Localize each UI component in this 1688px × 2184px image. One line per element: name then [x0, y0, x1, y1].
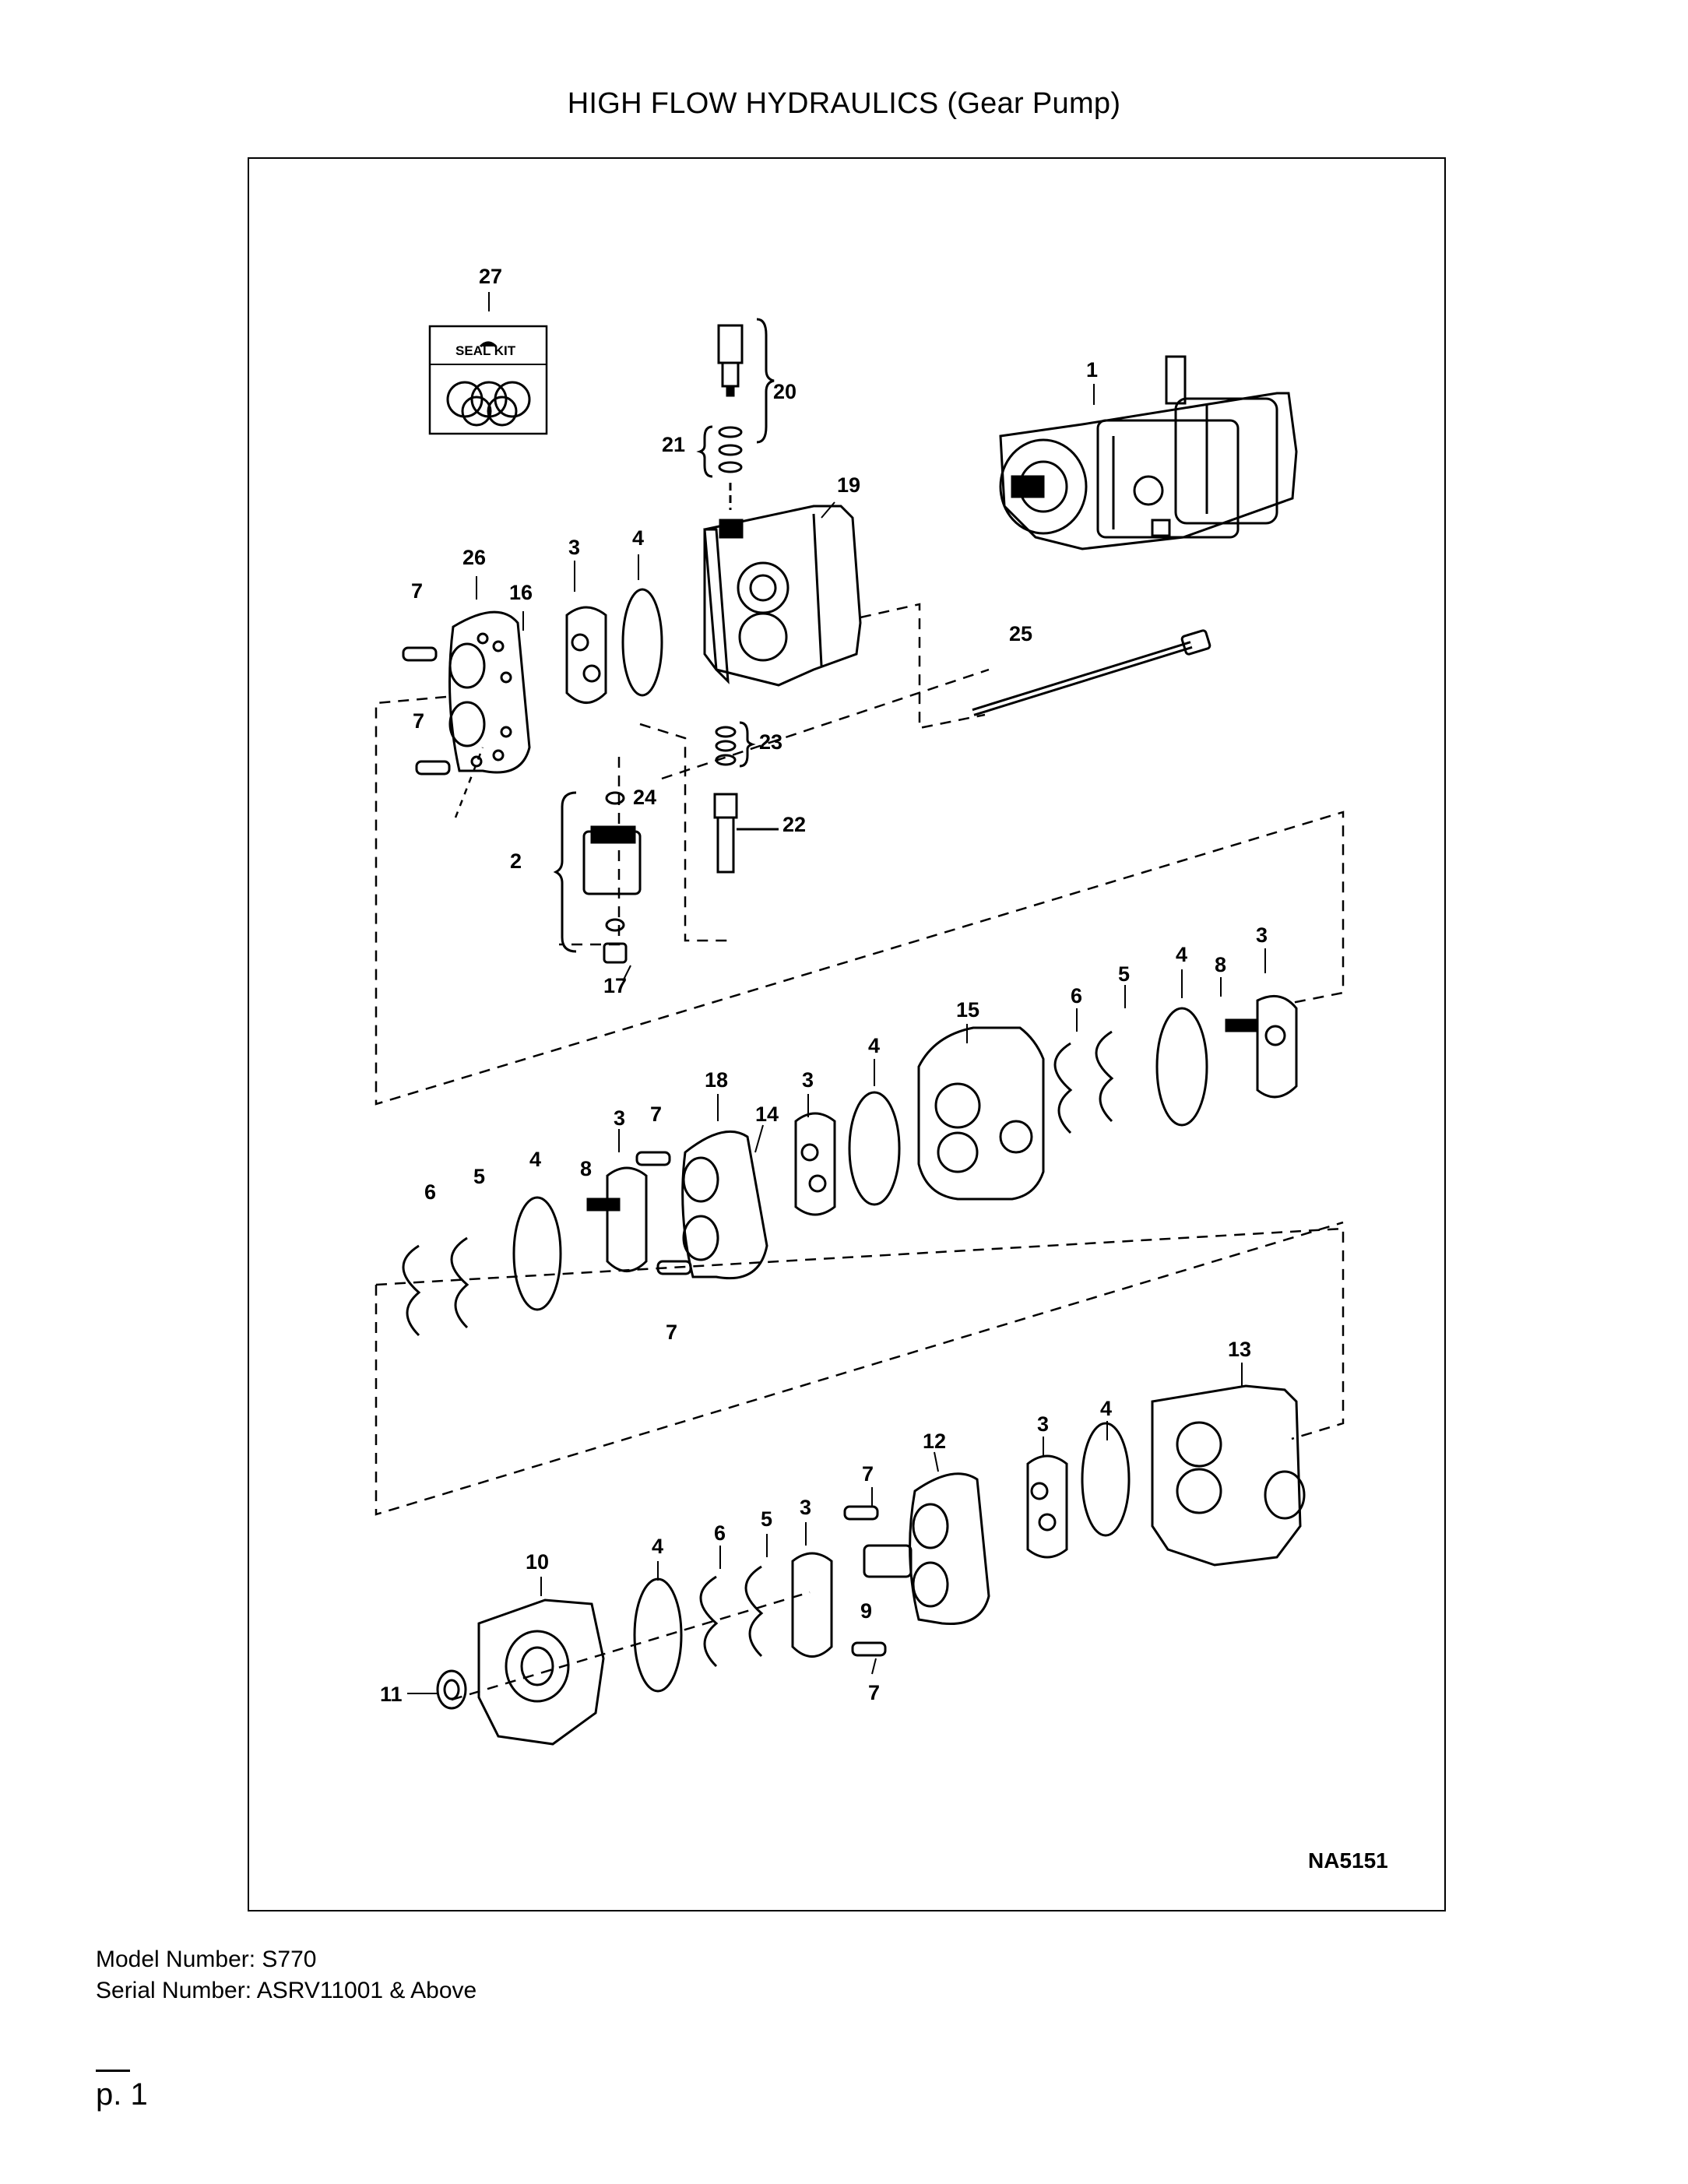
wear-plate-bottom-a: [1026, 1454, 1068, 1559]
callout-12: 12: [923, 1430, 946, 1453]
callout-3-bottom: 3: [800, 1496, 811, 1519]
center-bearing-plate-assembly: [635, 1130, 768, 1280]
callout-7-mid-a: 7: [650, 1103, 662, 1126]
complete-gear-pump-assembly: [999, 355, 1298, 550]
callout-4-mid-right: 4: [1176, 943, 1187, 966]
seal-kit-label: SEAL KIT: [455, 343, 516, 358]
callout-27: 27: [479, 265, 502, 288]
callout-21: 21: [662, 433, 685, 456]
check-valve-fitting: [713, 721, 779, 874]
wear-plate-middle-a: [794, 1112, 836, 1216]
callout-5-mid-left: 5: [473, 1165, 485, 1188]
callout-5-bottom: 5: [761, 1507, 772, 1531]
callout-25: 25: [1009, 622, 1032, 645]
callout-7-top-b: 7: [413, 709, 424, 733]
callout-9: 9: [860, 1599, 872, 1623]
callout-7-bottom-a: 7: [862, 1462, 874, 1486]
page-title: HIGH FLOW HYDRAULICS (Gear Pump): [567, 87, 1121, 120]
through-bolt: [972, 629, 1211, 716]
callout-6-mid-right: 6: [1071, 984, 1082, 1008]
callout-4-bottom: 4: [652, 1535, 663, 1558]
callout-17: 17: [603, 974, 627, 997]
callout-7-mid-b: 7: [666, 1321, 677, 1344]
callout-14: 14: [755, 1103, 779, 1126]
seal-row-bottom: [633, 1552, 833, 1693]
callout-11: 11: [380, 1683, 403, 1706]
shaft-seal: [436, 1669, 467, 1710]
callout-26: 26: [462, 546, 486, 569]
callout-4-mid-left: 4: [529, 1148, 541, 1171]
seal-row-middle-left: [402, 1166, 648, 1337]
page-number: p. 1: [96, 2077, 148, 2112]
model-number: Model Number: S770: [96, 1947, 317, 1972]
drawing-code: NA5151: [1308, 1848, 1388, 1873]
callout-7-top-a: 7: [411, 579, 423, 603]
callout-22: 22: [782, 813, 806, 836]
callout-10: 10: [526, 1550, 549, 1574]
callout-6-mid-left: 6: [424, 1180, 436, 1204]
callout-8-mid-right: 8: [1215, 953, 1226, 976]
callout-16: 16: [509, 581, 533, 604]
assembly-guide-lines: [375, 603, 1345, 1701]
o-ring-bottom-a: [1081, 1422, 1131, 1537]
callout-20: 20: [773, 380, 797, 403]
callout-5-mid-right: 5: [1118, 962, 1130, 986]
callout-3-top: 3: [568, 536, 580, 559]
callout-7-bottom-b: 7: [868, 1681, 880, 1704]
callout-3-bottom-right: 3: [1037, 1412, 1049, 1436]
callout-1: 1: [1086, 358, 1098, 382]
relief-valve-cartridge: [696, 318, 775, 510]
callout-3-mid-right: 3: [1256, 923, 1268, 947]
page-number-rule: [96, 2070, 130, 2072]
diagram-frame: [248, 157, 1446, 1911]
seal-row-middle-right: [1053, 994, 1298, 1134]
callout-3-mid: 3: [802, 1068, 814, 1092]
callout-4-top: 4: [632, 526, 644, 550]
o-ring-middle-a: [848, 1091, 901, 1206]
callout-8-mid-left: 8: [580, 1157, 592, 1180]
callout-labels: 27 1 20 21 19 26 3 4 7 16 25 7 23 24 22 …: [380, 265, 1268, 1706]
o-ring-top: [621, 588, 663, 697]
front-bearing-plate-assembly: [843, 1472, 990, 1657]
callout-4-bottom-right: 4: [1100, 1397, 1112, 1420]
callout-13: 13: [1228, 1338, 1251, 1361]
rear-section-housing: [703, 505, 862, 687]
callout-23: 23: [759, 730, 782, 754]
mounting-flange: [477, 1598, 605, 1746]
front-section-housing: [1151, 1384, 1306, 1567]
callout-leader-lines: [407, 292, 1266, 1694]
rear-bearing-plate-assembly: [402, 610, 531, 775]
callout-3-mid-left: 3: [614, 1106, 625, 1130]
wear-plate-top: [565, 606, 607, 704]
center-section-housing: [917, 1026, 1045, 1201]
callout-19: 19: [837, 473, 860, 497]
callout-2: 2: [510, 849, 522, 873]
callout-24: 24: [633, 786, 656, 809]
callout-6-bottom: 6: [714, 1521, 726, 1545]
serial-number: Serial Number: ASRV11001 & Above: [96, 1978, 477, 2003]
callout-18: 18: [705, 1068, 728, 1092]
solenoid-coil-assembly: [553, 791, 642, 964]
callout-15: 15: [956, 998, 979, 1022]
callout-4-mid: 4: [868, 1034, 880, 1057]
seal-kit-icon: [428, 325, 548, 435]
